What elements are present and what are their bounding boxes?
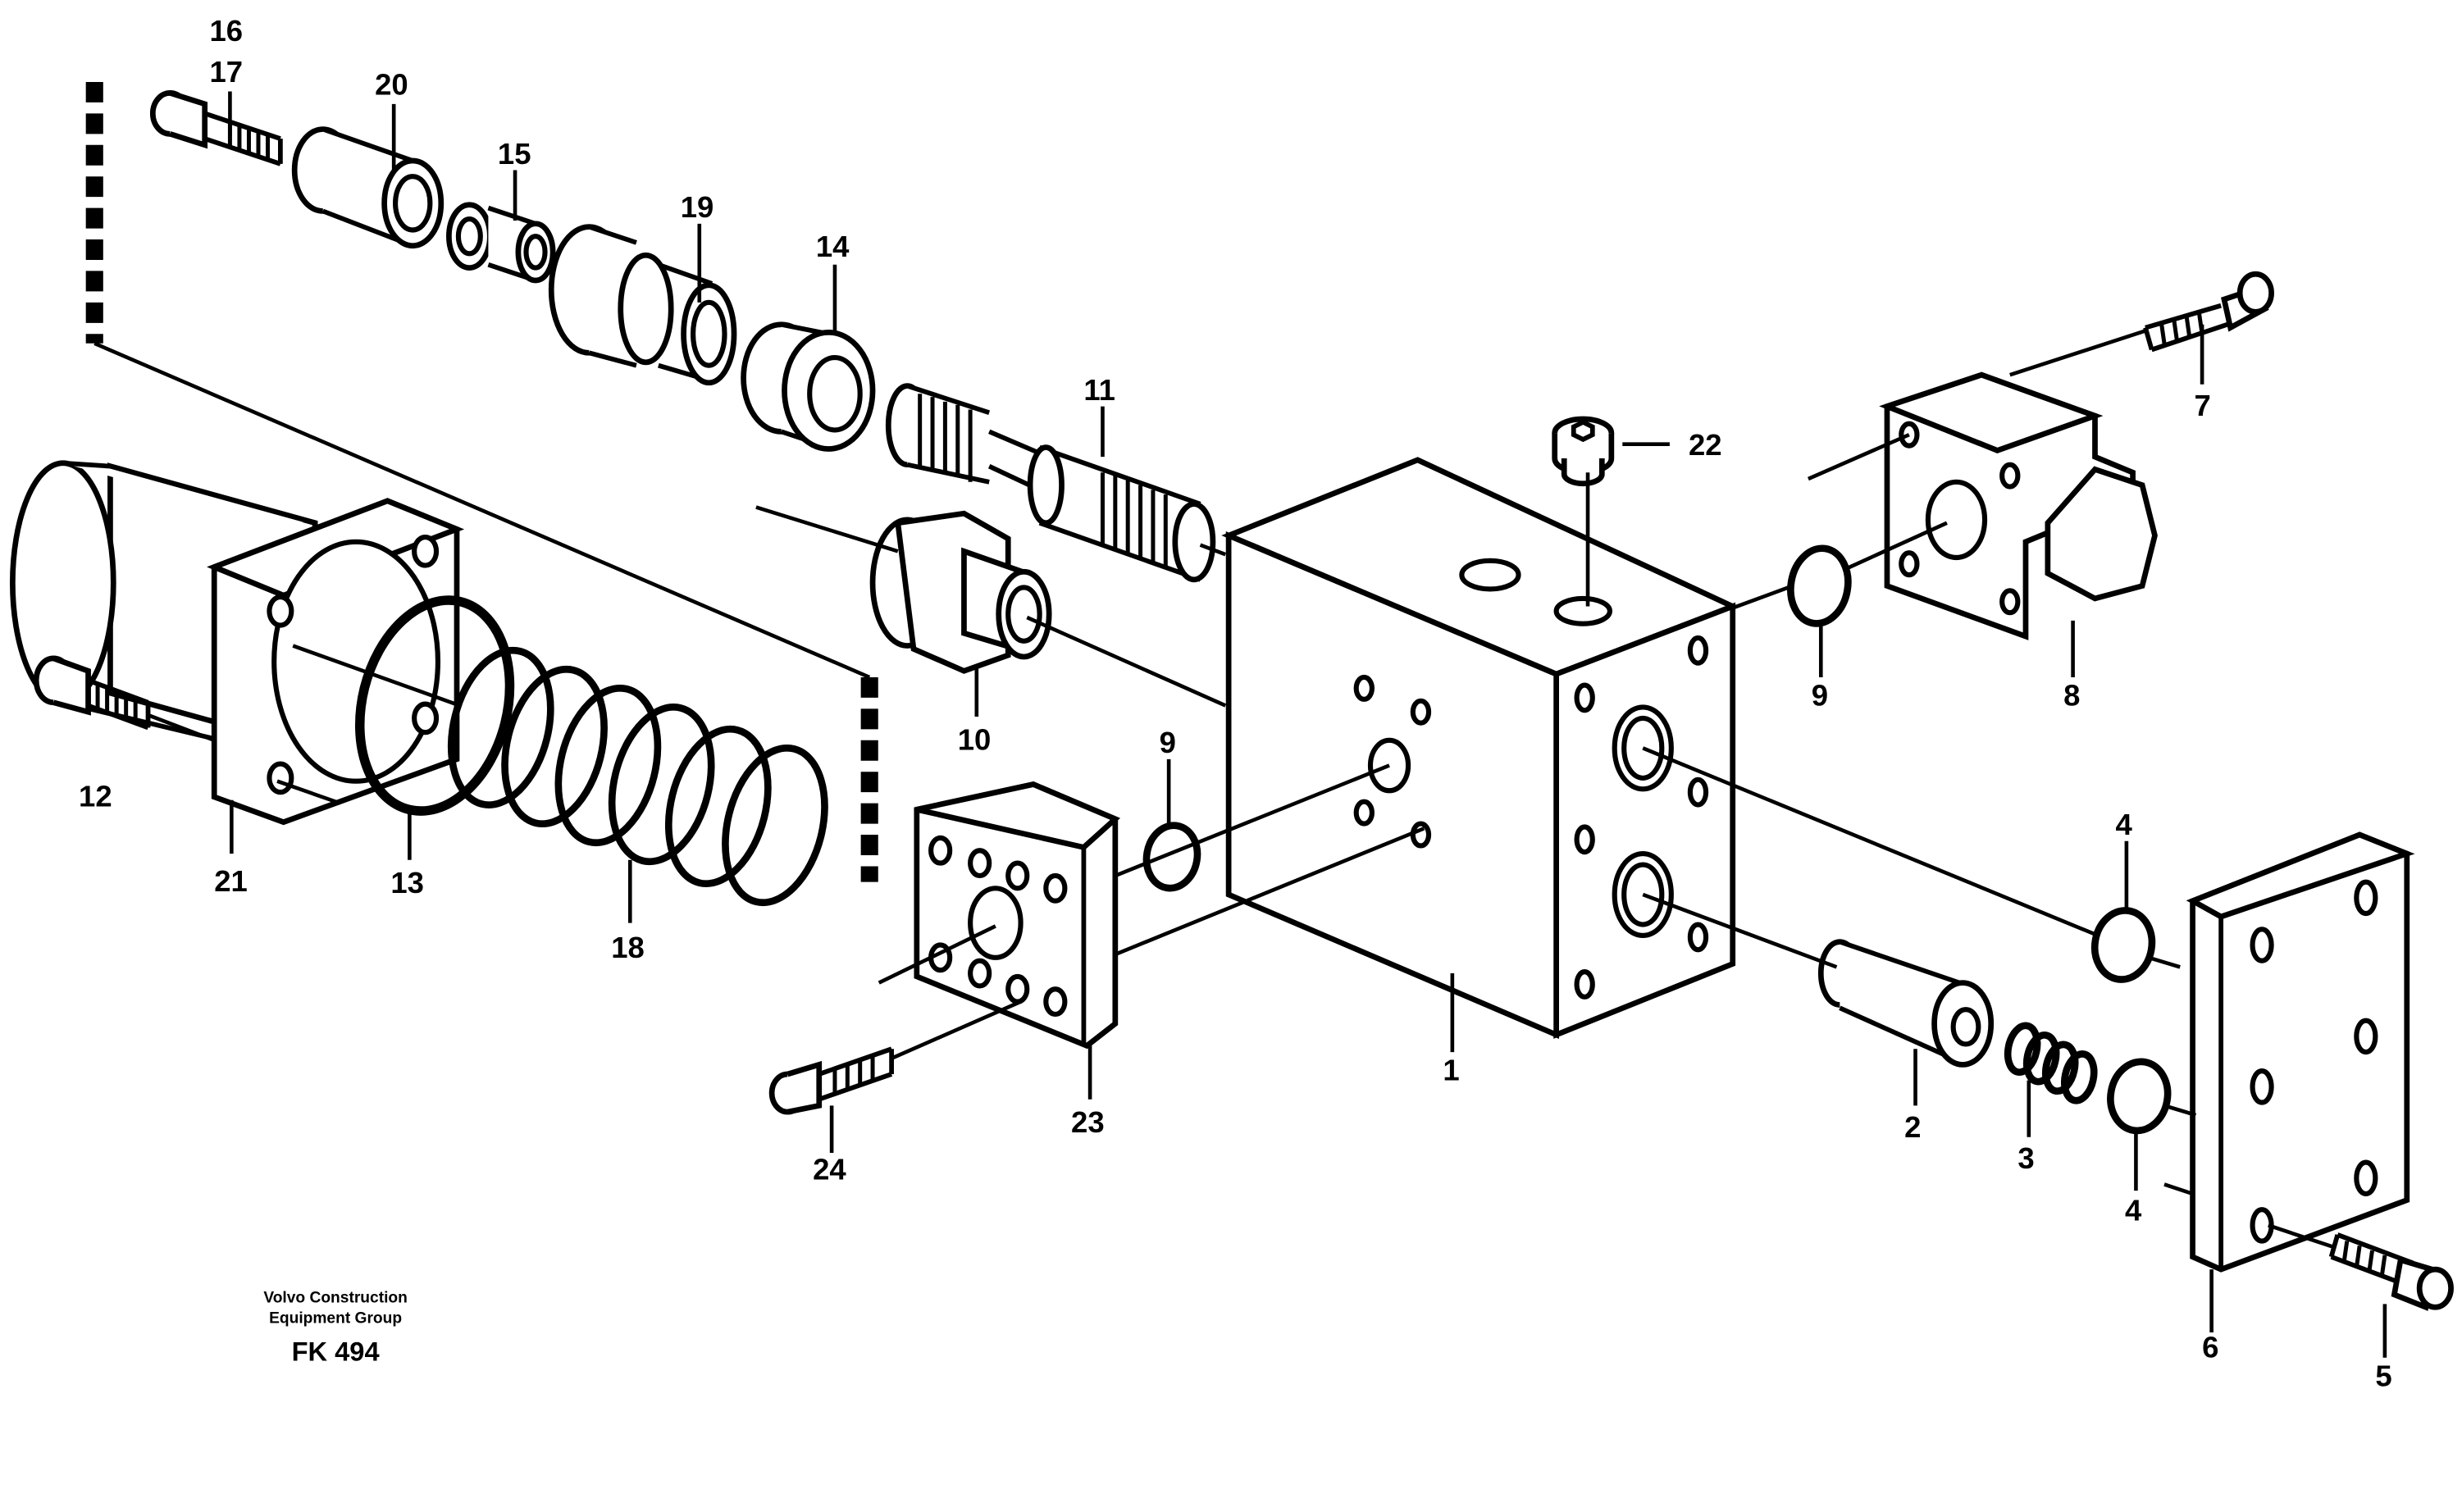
- callout-24: 24: [813, 1153, 846, 1186]
- part-9-o-ring-right: [1787, 544, 1852, 627]
- part-1-valve-block: [1221, 457, 1740, 1040]
- part-11-spool: [885, 383, 1216, 583]
- callout-13: 13: [390, 866, 424, 899]
- assembly-lines: [276, 329, 2336, 1250]
- callout-15: 15: [498, 137, 531, 171]
- callout-6: 6: [2202, 1331, 2218, 1364]
- callout-19: 19: [681, 190, 714, 224]
- part-8-cover: [1879, 371, 2158, 640]
- brand-line-2: Equipment Group: [269, 1309, 402, 1327]
- part-5-screw: [2328, 1232, 2454, 1311]
- callout-9-left: 9: [1160, 726, 1176, 759]
- part-23-adapter-plate: [914, 781, 1121, 1050]
- part-9-o-ring-left: [1142, 822, 1201, 892]
- part-10-plug: [869, 510, 1052, 674]
- part-21-solenoid-housing: [10, 460, 465, 826]
- callout-8: 8: [2063, 679, 2080, 713]
- part-2-piston: [1817, 939, 1995, 1068]
- callout-leaders: [228, 91, 2387, 1358]
- brand-line-1: Volvo Construction: [263, 1289, 408, 1306]
- part-15-bushing: [446, 202, 556, 284]
- callout-numbers: 16 17 20 15 19 14 11 22 7 8 9 10 9 12 21…: [79, 14, 2392, 1392]
- part-17-screw: [149, 90, 283, 166]
- part-7-screw: [2143, 271, 2274, 353]
- callout-2: 2: [1904, 1110, 1921, 1144]
- part-12-screw: [33, 655, 216, 742]
- callout-9-right: 9: [1812, 679, 1828, 713]
- dashed-assembly-bracket: [85, 81, 878, 882]
- part-14-seal: [741, 321, 876, 452]
- callout-7: 7: [2194, 389, 2210, 422]
- part-6-end-plate: [2186, 831, 2415, 1273]
- part-20-sleeve: [291, 126, 445, 249]
- callout-10: 10: [958, 722, 992, 756]
- callout-21: 21: [214, 864, 248, 898]
- callout-17: 17: [209, 55, 243, 89]
- part-19-sleeve: [548, 224, 737, 386]
- callout-12: 12: [79, 779, 112, 813]
- callout-3: 3: [2017, 1141, 2034, 1175]
- callout-22: 22: [1689, 428, 1722, 462]
- footer-block: Volvo Construction Equipment Group FK 49…: [263, 1289, 408, 1366]
- callout-20: 20: [375, 67, 408, 101]
- callout-23: 23: [1071, 1105, 1105, 1139]
- part-4-o-ring-lower: [2107, 1058, 2172, 1135]
- callout-14: 14: [816, 230, 850, 263]
- part-18-spring: [447, 646, 828, 907]
- callout-4-upper: 4: [2115, 808, 2132, 841]
- part-4-o-ring-upper: [2090, 907, 2156, 983]
- callout-4-lower: 4: [2125, 1194, 2142, 1227]
- callout-5: 5: [2375, 1359, 2391, 1392]
- callout-1: 1: [1443, 1054, 1459, 1087]
- drawing-code: FK 494: [292, 1337, 380, 1367]
- callout-16: 16: [209, 14, 243, 48]
- callout-11: 11: [1083, 373, 1115, 407]
- callout-18: 18: [611, 931, 645, 964]
- part-3-spring: [2004, 1022, 2098, 1104]
- part-24-screw: [768, 1046, 894, 1115]
- part-22-plug-screw: [1552, 416, 1615, 487]
